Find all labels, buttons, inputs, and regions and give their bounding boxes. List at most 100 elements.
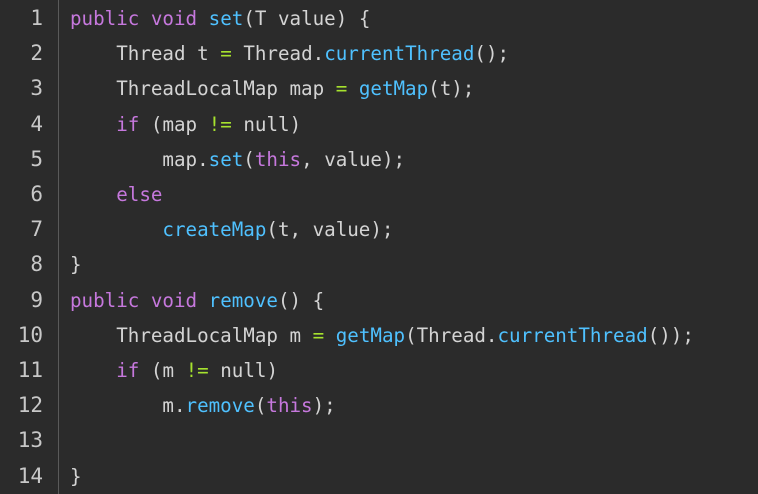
code-line[interactable]: 3 ThreadLocalMap map = getMap(t); [0, 71, 758, 106]
line-number: 1 [30, 6, 43, 30]
keyword-token: public [70, 288, 140, 312]
whitespace-token [324, 324, 336, 347]
function-token: createMap [162, 218, 267, 242]
whitespace-token [301, 289, 313, 312]
whitespace-token [139, 7, 151, 30]
punctuation-token: ( [243, 147, 255, 171]
punctuation-token: ()); [647, 323, 694, 347]
whitespace-token [70, 183, 116, 206]
punctuation-token: ) [266, 359, 279, 382]
code-line[interactable]: 12 m.remove(this); [0, 388, 758, 423]
line-number: 14 [17, 463, 43, 488]
line-code[interactable]: map.set(this, value); [70, 142, 405, 177]
line-code[interactable]: ThreadLocalMap m = getMap(Thread.current… [70, 318, 694, 353]
punctuation-token: ); [312, 394, 336, 418]
keyword-token: public [70, 7, 140, 30]
line-number: 5 [30, 146, 43, 171]
operator-token: = [220, 42, 232, 66]
keyword-token: this [254, 147, 302, 171]
whitespace-token [197, 7, 209, 30]
keyword-token: if [116, 359, 140, 382]
whitespace-token [70, 113, 116, 136]
identifier-token: Thread. [243, 42, 325, 66]
code-line[interactable]: 11 if (m != null) [0, 353, 758, 388]
gutter-divider [58, 0, 59, 494]
identifier-token: ThreadLocalMap m [116, 323, 302, 347]
function-token: remove [185, 394, 255, 418]
line-code[interactable]: public void remove() { [70, 283, 324, 318]
identifier-token: Thread t [116, 42, 209, 66]
whitespace-token [209, 359, 221, 382]
operator-token: != [208, 112, 232, 136]
line-code[interactable]: } [70, 247, 82, 282]
line-number: 4 [30, 111, 43, 136]
punctuation-token: } [70, 464, 82, 488]
code-line[interactable]: 6 else [0, 177, 758, 212]
punctuation-token: (t); [428, 77, 475, 101]
code-line[interactable]: 4 if (map != null) [0, 107, 758, 142]
operator-token: != [185, 359, 209, 382]
identifier-token: null [220, 359, 267, 382]
function-token: set [208, 147, 244, 171]
whitespace-token [139, 113, 151, 136]
line-number: 11 [17, 358, 43, 382]
whitespace-token [70, 148, 162, 171]
line-code[interactable]: } [70, 459, 82, 494]
whitespace-token [70, 42, 116, 65]
whitespace-token [70, 359, 116, 382]
keyword-token: else [116, 183, 163, 206]
code-line[interactable]: 10 ThreadLocalMap m = getMap(Thread.curr… [0, 318, 758, 353]
whitespace-token [347, 7, 359, 30]
identifier-token: map. [162, 147, 209, 171]
code-line[interactable]: 9 public void remove() { [0, 283, 758, 318]
punctuation-token: ( [150, 112, 163, 136]
identifier-token: null [243, 112, 290, 136]
whitespace-token [174, 359, 186, 382]
identifier-token: m [162, 359, 175, 382]
line-number: 12 [17, 393, 43, 418]
identifier-token: Thread. [416, 323, 498, 347]
whitespace-token [197, 113, 209, 136]
whitespace-token [232, 113, 244, 136]
code-line[interactable]: 8} [0, 247, 758, 282]
code-line[interactable]: 7 createMap(t, value); [0, 212, 758, 247]
whitespace-token [301, 324, 313, 347]
code-line[interactable]: 1 public void set(T value) { [0, 1, 758, 36]
line-number: 2 [30, 41, 43, 66]
line-number: 10 [17, 322, 43, 347]
line-code[interactable]: ThreadLocalMap map = getMap(t); [70, 71, 474, 106]
punctuation-token: ) [335, 7, 348, 30]
line-code[interactable]: if (m != null) [70, 353, 278, 388]
identifier-token: T value [254, 7, 336, 30]
line-number: 8 [30, 252, 43, 277]
punctuation-token: ); [381, 147, 406, 171]
punctuation-token: ( [405, 323, 417, 347]
punctuation-token: , [301, 147, 325, 171]
line-code[interactable]: Thread t = Thread.currentThread(); [70, 36, 509, 71]
code-line[interactable]: 2 Thread t = Thread.currentThread(); [0, 36, 758, 71]
line-code[interactable]: public void set(T value) { [70, 1, 370, 36]
keyword-token: void [150, 7, 198, 30]
code-line[interactable]: 5 map.set(this, value); [0, 142, 758, 177]
function-token: remove [208, 288, 278, 312]
punctuation-token: } [70, 253, 82, 277]
line-code[interactable]: if (map != null) [70, 107, 301, 142]
code-line[interactable]: 14} [0, 459, 758, 494]
operator-token: = [335, 77, 348, 101]
whitespace-token [324, 77, 336, 100]
line-code[interactable]: else [70, 177, 162, 212]
line-number: 9 [30, 287, 43, 312]
function-token: currentThread [324, 42, 475, 66]
code-line[interactable]: 13 [0, 423, 758, 458]
identifier-token: value [324, 147, 382, 171]
punctuation-token: { [358, 7, 371, 30]
function-token: set [208, 7, 244, 30]
punctuation-token: ( [243, 7, 255, 30]
line-code[interactable]: m.remove(this); [70, 388, 336, 423]
line-code[interactable]: createMap(t, value); [70, 212, 393, 247]
identifier-token: m. [162, 394, 186, 418]
keyword-token: if [116, 112, 140, 136]
operator-token: = [312, 323, 325, 347]
whitespace-token [139, 359, 151, 382]
